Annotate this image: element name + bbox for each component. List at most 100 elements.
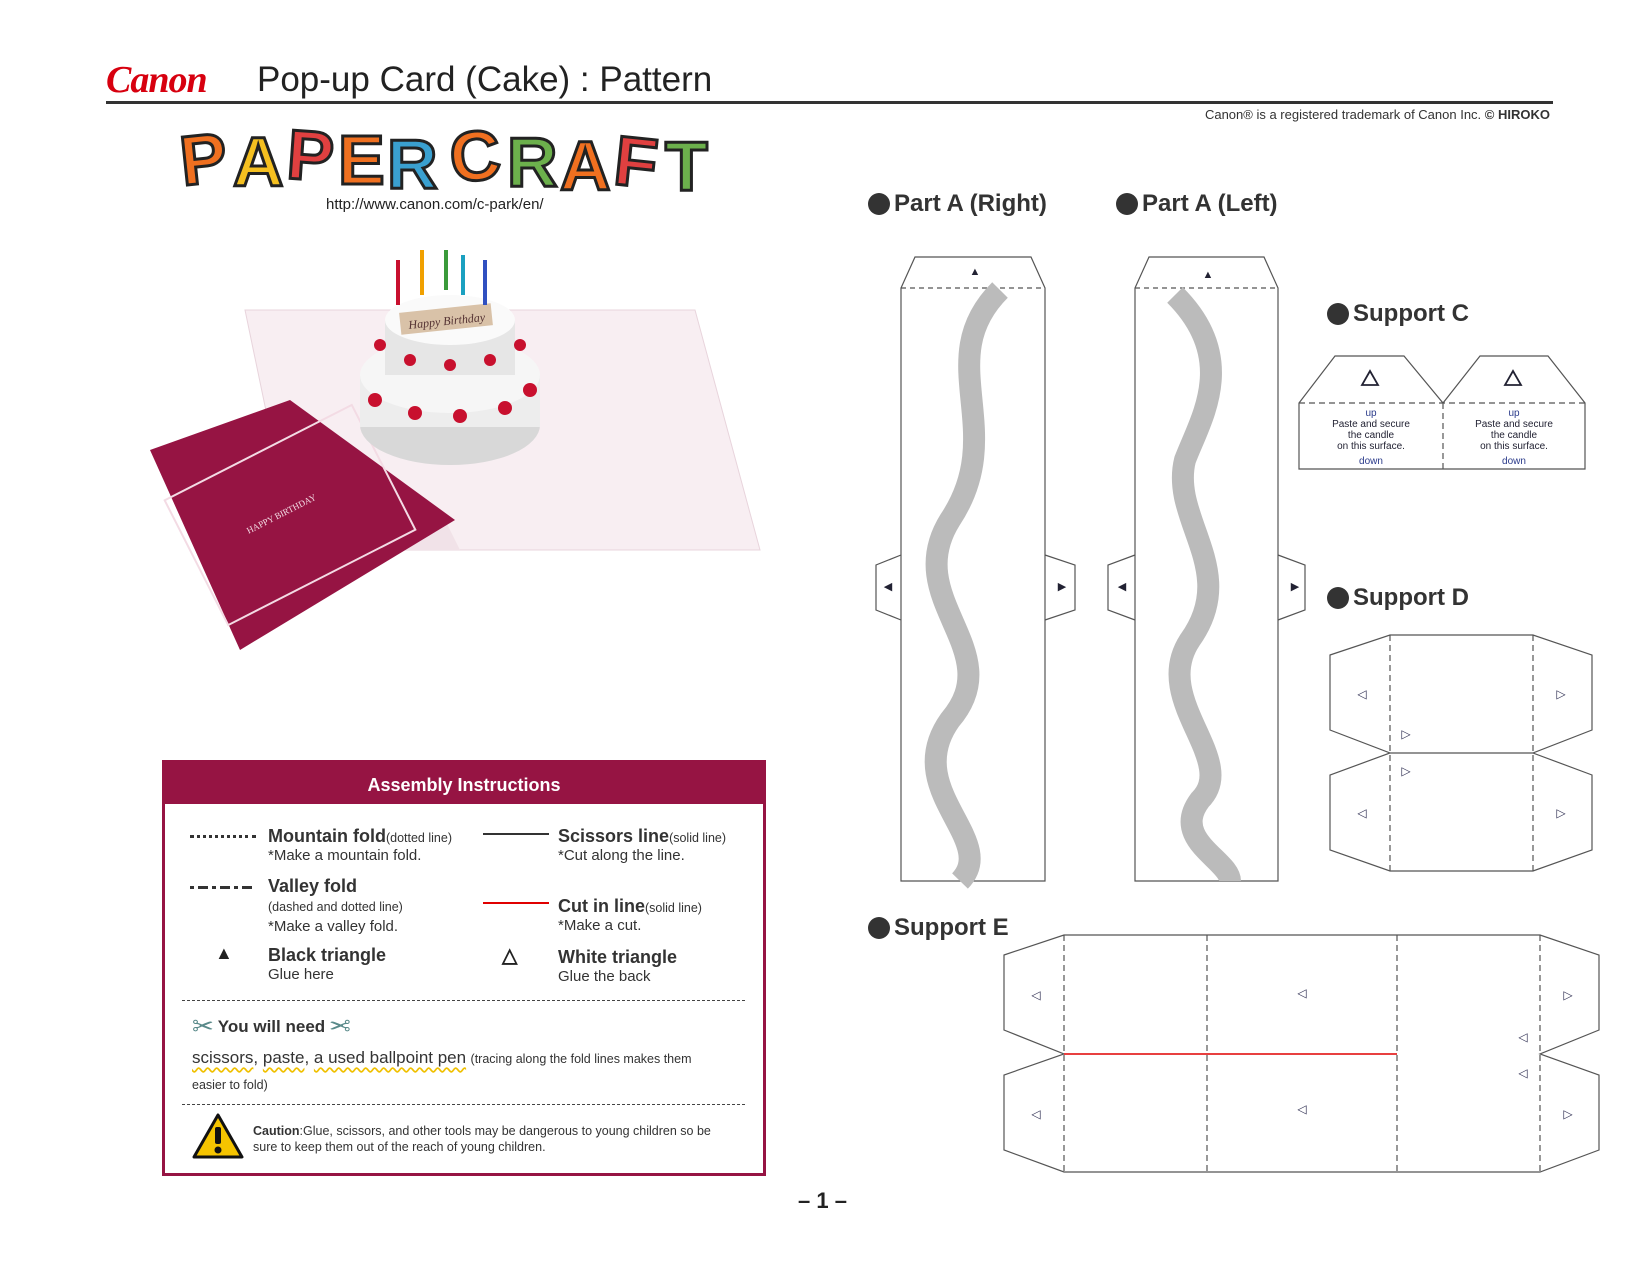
svg-text:A: A bbox=[560, 127, 611, 203]
svg-text:P: P bbox=[284, 115, 336, 196]
need-item: a used ballpoint pen bbox=[313, 1048, 467, 1067]
valley-fold-name: Valley fold bbox=[268, 876, 358, 896]
svg-text:F: F bbox=[611, 121, 662, 203]
trademark-text: Canon® is a registered trademark of Cano… bbox=[1204, 107, 1482, 122]
svg-text:▲: ▲ bbox=[970, 266, 981, 278]
support-c-up: up bbox=[1508, 408, 1520, 419]
support-c-down: down bbox=[1502, 456, 1526, 467]
support-c-piece bbox=[1298, 355, 1586, 470]
svg-text:▷: ▷ bbox=[1563, 988, 1573, 1002]
svg-text:◁: ◁ bbox=[1031, 1107, 1041, 1121]
support-c-line2: the candle bbox=[1348, 430, 1395, 441]
svg-text:▲: ▲ bbox=[1203, 269, 1214, 281]
bullet-icon bbox=[868, 917, 890, 939]
svg-text:C: C bbox=[447, 115, 504, 197]
part-a-left-label: Part A (Left) bbox=[1116, 190, 1278, 218]
svg-text:▶: ▶ bbox=[1291, 581, 1300, 593]
trademark-notice: Canon® is a registered trademark of Cano… bbox=[1205, 107, 1550, 122]
header-rule bbox=[106, 101, 1553, 104]
cut-in-line-name: Cut in line bbox=[558, 896, 645, 916]
svg-text:◁: ◁ bbox=[1297, 1102, 1307, 1116]
scissors-line-kind: (solid line) bbox=[669, 831, 727, 845]
bullet-icon bbox=[868, 193, 890, 215]
svg-text:▷: ▷ bbox=[1556, 806, 1566, 820]
support-d-piece bbox=[1329, 634, 1593, 872]
svg-text:▷: ▷ bbox=[1556, 687, 1566, 701]
page-number: – 1 – bbox=[798, 1188, 847, 1213]
svg-text:▷: ▷ bbox=[1401, 764, 1411, 778]
support-c-up: up bbox=[1365, 408, 1377, 419]
mountain-fold-note: *Make a mountain fold. bbox=[268, 847, 422, 864]
svg-text:R: R bbox=[387, 125, 438, 203]
page-title: Pop-up Card (Cake) : Pattern bbox=[257, 60, 713, 99]
support-c-line2: the candle bbox=[1491, 430, 1538, 441]
support-c-line1: Paste and secure bbox=[1475, 419, 1553, 430]
svg-text:◁: ◁ bbox=[1518, 1066, 1528, 1080]
mountain-fold-kind: (dotted line) bbox=[385, 831, 452, 845]
part-a-left-piece bbox=[1107, 256, 1306, 884]
copyright-text: © HIROKO bbox=[1484, 107, 1550, 122]
label-text: Support D bbox=[1353, 584, 1469, 611]
black-triangle-name: Black triangle bbox=[268, 945, 387, 965]
white-triangle-note: Glue the back bbox=[558, 968, 651, 985]
warning-icon bbox=[192, 1113, 244, 1159]
svg-text:◁: ◁ bbox=[1357, 687, 1367, 701]
scissors-line-sample bbox=[483, 833, 549, 835]
assembly-instructions-panel: Assembly Instructions Mountain fold(dott… bbox=[162, 760, 766, 1176]
cut-in-line-sample bbox=[483, 902, 549, 904]
svg-text:◀: ◀ bbox=[1118, 581, 1127, 593]
cake-card-photo: HAPPY BIRTHDAY Happy Birthday bbox=[150, 250, 761, 650]
svg-text:▶: ▶ bbox=[1058, 581, 1067, 593]
label-text: Support E bbox=[894, 914, 1009, 941]
support-c-line1: Paste and secure bbox=[1332, 419, 1410, 430]
divider bbox=[182, 1104, 745, 1105]
canon-logo: Canon bbox=[106, 59, 208, 101]
svg-text:A: A bbox=[233, 123, 284, 201]
scissors-line-name: Scissors line bbox=[558, 826, 670, 846]
support-c-line3: on this surface. bbox=[1337, 441, 1405, 452]
svg-text:◀: ◀ bbox=[884, 581, 893, 593]
mountain-fold-sample bbox=[190, 835, 256, 838]
black-triangle-note: Glue here bbox=[268, 966, 334, 983]
website-url[interactable]: http://www.canon.com/c-park/en/ bbox=[326, 196, 544, 213]
valley-fold-note: *Make a valley fold. bbox=[268, 918, 399, 935]
scissors-icon: ✂ bbox=[329, 1011, 351, 1041]
support-e-piece bbox=[1003, 934, 1600, 1173]
scissors-line-note: *Cut along the line. bbox=[558, 847, 685, 864]
valley-fold-kind: (dashed and dotted line) bbox=[268, 900, 403, 914]
svg-text:◁: ◁ bbox=[1031, 988, 1041, 1002]
support-c-line3: on this surface. bbox=[1480, 441, 1548, 452]
bullet-icon bbox=[1327, 303, 1349, 325]
scissors-icon: ✂ bbox=[192, 1011, 214, 1041]
black-triangle-icon: ▲ bbox=[215, 943, 233, 963]
svg-text:▷: ▷ bbox=[1401, 727, 1411, 741]
valley-fold-sample bbox=[190, 886, 256, 889]
cut-in-line-kind: (solid line) bbox=[645, 901, 702, 915]
svg-text:▷: ▷ bbox=[1563, 1107, 1573, 1121]
caution-label: Caution bbox=[253, 1124, 300, 1138]
svg-text:R: R bbox=[507, 123, 558, 201]
white-triangle-name: White triangle bbox=[558, 947, 678, 967]
need-note: (tracing along the fold lines makes them… bbox=[192, 1052, 692, 1092]
caution-text: :Glue, scissors, and other tools may be … bbox=[253, 1124, 711, 1154]
need-item: paste bbox=[262, 1048, 305, 1067]
bullet-icon bbox=[1327, 587, 1349, 609]
paper-craft-logo: P A P E R C R A F T bbox=[175, 113, 709, 203]
mountain-fold-name: Mountain fold bbox=[268, 826, 386, 846]
support-e-label: Support E bbox=[868, 914, 1009, 942]
svg-text:P: P bbox=[176, 118, 231, 200]
svg-text:◁: ◁ bbox=[1297, 986, 1307, 1000]
white-triangle-icon: △ bbox=[502, 945, 518, 967]
you-will-need-title: You will need bbox=[217, 1016, 326, 1036]
svg-text:◁: ◁ bbox=[1357, 806, 1367, 820]
label-text: Part A (Right) bbox=[894, 190, 1047, 217]
part-a-right-label: Part A (Right) bbox=[868, 190, 1047, 218]
need-item: scissors bbox=[192, 1048, 254, 1067]
svg-text:◁: ◁ bbox=[1518, 1030, 1528, 1044]
bullet-icon bbox=[1116, 193, 1138, 215]
instructions-title: Assembly Instructions bbox=[165, 763, 763, 804]
label-text: Support C bbox=[1353, 300, 1469, 327]
support-c-down: down bbox=[1359, 456, 1383, 467]
support-d-label: Support D bbox=[1327, 584, 1469, 612]
cut-in-line-note: *Make a cut. bbox=[558, 917, 642, 934]
